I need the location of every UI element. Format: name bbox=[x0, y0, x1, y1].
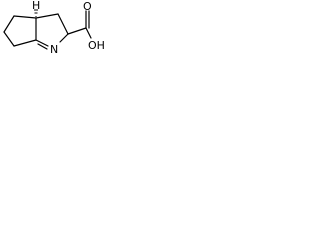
bond-c6-c1 bbox=[3, 31, 15, 47]
bond-c2-c3a bbox=[13, 15, 37, 19]
bond-c3a-c3 bbox=[35, 13, 59, 19]
bond-c6a-c6 bbox=[13, 39, 37, 47]
hydroxyl-label: OH bbox=[88, 39, 105, 52]
bond-c2-n bbox=[59, 33, 69, 43]
bond-c6a-n-double bbox=[37, 43, 48, 50]
stereo-hash-bond bbox=[34, 9, 38, 17]
carbonyl-oxygen-label: O bbox=[83, 0, 92, 13]
stereo-h-label: H bbox=[32, 0, 40, 12]
structure-canvas: H N O OH bbox=[0, 0, 110, 61]
molecule-drawing: H N O OH bbox=[3, 0, 105, 56]
bond-c2-cooh bbox=[67, 27, 87, 35]
bond-c6a-n bbox=[35, 39, 49, 47]
bond-c1-c2 bbox=[3, 15, 15, 33]
bond-c-oh bbox=[85, 27, 92, 39]
nitrogen-label: N bbox=[50, 43, 58, 56]
bond-c3-c2 bbox=[57, 13, 69, 35]
